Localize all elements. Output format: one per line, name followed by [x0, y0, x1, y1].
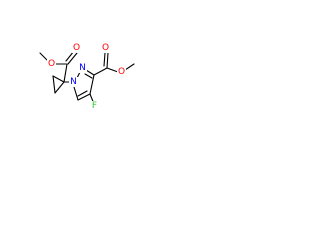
atom-labels: O O N N O O F — [47, 43, 126, 111]
atom-n1: N — [70, 77, 77, 87]
bond-n2-c3-a — [85, 69, 95, 76]
atom-o-ester-left: O — [48, 59, 55, 69]
bond-cyclopropyl-a — [52, 75, 65, 83]
atom-o-ester-right: O — [118, 67, 125, 77]
bond-c4-c5-b — [77, 90, 88, 97]
bond-cyclopropyl-b — [52, 75, 56, 94]
bond-carbonyl-double-left-a — [67, 52, 78, 65]
atom-o-carbonyl-left: O — [73, 43, 80, 53]
bond-carbonyl-oxygen-right — [106, 67, 119, 73]
bond-c3-c4 — [89, 74, 95, 95]
atom-fluorine: F — [92, 101, 97, 111]
atom-o-carbonyl-right: O — [102, 43, 109, 53]
bond-n2-c3-b — [84, 73, 93, 79]
bond-c4-c5-a — [77, 93, 91, 101]
atom-n2: N — [79, 63, 86, 73]
bond-c3-to-carbonyl-right — [93, 67, 108, 76]
bond-carbonyl-to-cyclopropyl — [63, 63, 68, 83]
bond-carbonyl-double-right-a — [106, 52, 109, 69]
bond-carbonyl-double-right-b — [103, 52, 106, 67]
bond-c5-n1 — [73, 86, 79, 101]
bond-cyclopropyl-c — [54, 81, 65, 94]
bond-oxygen-methyl-right — [124, 63, 135, 71]
molecule-structure-diagram: O O N N O O F — [39, 43, 135, 111]
bonds — [39, 50, 135, 105]
